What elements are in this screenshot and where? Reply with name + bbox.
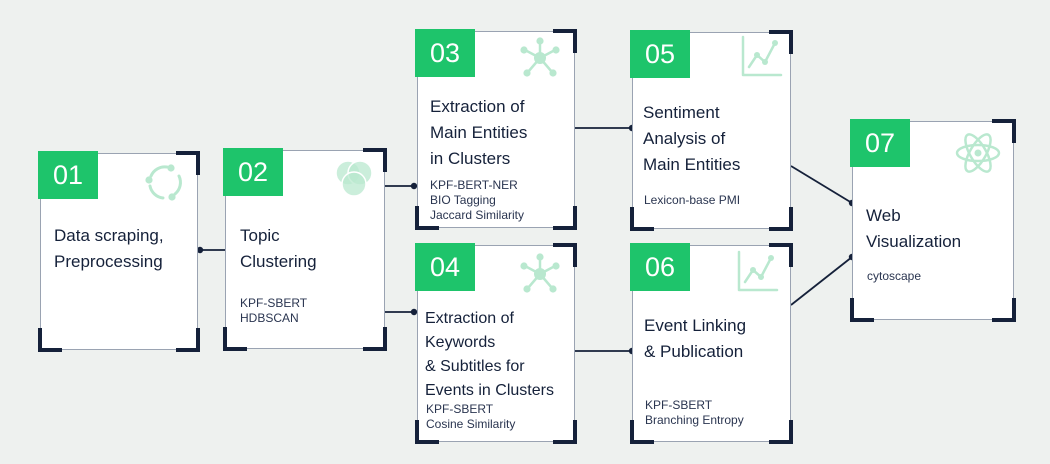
corner-bracket [363, 327, 387, 351]
corner-bracket [850, 298, 874, 322]
step-number-badge: 03 [415, 29, 475, 77]
step-methods: cytoscape [867, 269, 922, 283]
connector-06-07 [790, 256, 853, 306]
corner-bracket [38, 328, 62, 352]
line-chart-icon [737, 250, 779, 292]
corner-bracket [553, 29, 577, 53]
connector-dot [410, 308, 418, 316]
step-number-badge: 06 [630, 243, 690, 291]
step-title: Extraction of Keywords & Subtitles for E… [425, 310, 554, 399]
corner-bracket [415, 420, 439, 444]
corner-bracket [363, 148, 387, 172]
corner-bracket [415, 206, 439, 230]
line-chart-icon [741, 35, 783, 77]
corner-bracket [769, 30, 793, 54]
corner-bracket [223, 327, 247, 351]
step-card-07: 07 Web Visualization cytoscape [850, 119, 1016, 322]
step-card-05: 05 Sentiment Analysis of Main Entities L… [630, 30, 793, 231]
step-card-02: 02 Topic Clustering KPF-SBERT HDBSCAN [223, 148, 387, 351]
step-number-badge: 04 [415, 243, 475, 291]
connector-dot [196, 246, 204, 254]
corner-bracket [176, 328, 200, 352]
step-title: Topic Clustering [240, 226, 317, 271]
corner-bracket [769, 420, 793, 444]
step-title: Extraction of Main Entities in Clusters [430, 97, 528, 168]
corner-bracket [992, 119, 1016, 143]
step-title: Data scraping, Preprocessing [54, 226, 164, 271]
step-methods: KPF-SBERT HDBSCAN [240, 296, 308, 325]
step-title: Sentiment Analysis of Main Entities [643, 103, 741, 174]
step-card-03: 03 Extraction of Main Entities in Cluste… [415, 29, 577, 230]
step-methods: KPF-SBERT Cosine Similarity [426, 402, 516, 431]
step-methods: Lexicon-base PMI [644, 193, 741, 207]
connector-dot [410, 182, 418, 190]
step-title: Event Linking & Publication [644, 316, 747, 361]
corner-bracket [992, 298, 1016, 322]
corner-bracket [553, 420, 577, 444]
connector-05-07 [790, 165, 853, 204]
corner-bracket [769, 243, 793, 267]
network-icon [520, 37, 560, 77]
atom-icon [955, 133, 1001, 173]
step-methods: KPF-SBERT Branching Entropy [645, 398, 744, 427]
corner-bracket [176, 151, 200, 175]
network-icon [520, 253, 560, 293]
cycle-arrows-icon [145, 164, 182, 201]
corner-bracket [553, 243, 577, 267]
step-title: Web Visualization [866, 206, 962, 251]
step-card-04: 04 Extraction of Keywords & Subtitles fo… [415, 243, 577, 444]
corner-bracket [630, 207, 654, 231]
step-card-06: 06 Event Linking & Publication KPF-SBERT… [630, 243, 793, 444]
step-number-badge: 02 [223, 148, 283, 196]
step-methods: KPF-BERT-NER BIO Tagging Jaccard Similar… [430, 178, 525, 222]
step-number-badge: 01 [38, 151, 98, 199]
corner-bracket [553, 206, 577, 230]
step-number-badge: 07 [850, 119, 910, 167]
step-card-01: 01 Data scraping, Preprocessing [38, 151, 200, 352]
corner-bracket [769, 207, 793, 231]
corner-bracket [630, 420, 654, 444]
step-number-badge: 05 [630, 30, 690, 78]
venn-circles-icon [335, 160, 373, 197]
